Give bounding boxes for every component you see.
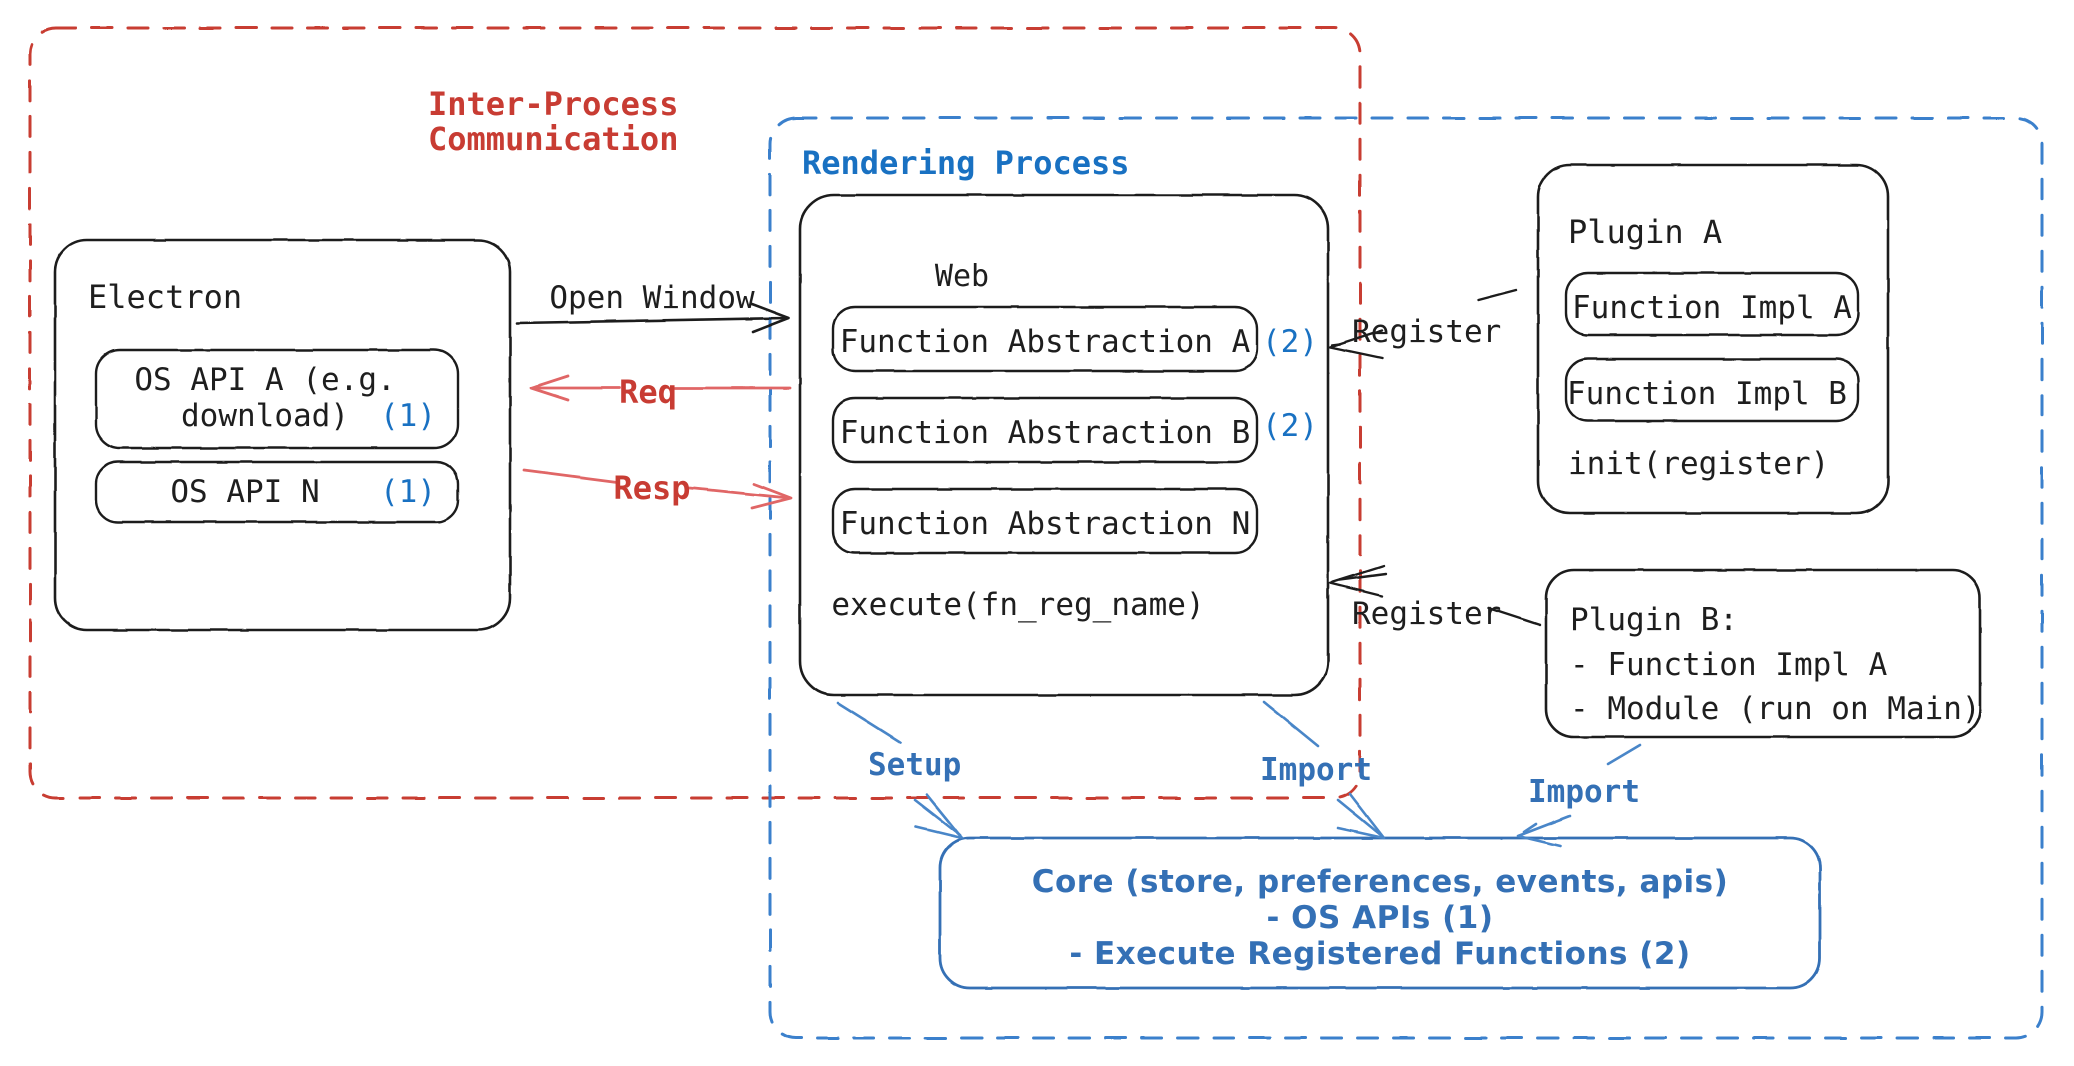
plugin-a-box-outline [1536, 163, 1890, 515]
electron-box-outline [53, 238, 512, 632]
web-box-footer: execute(fn_reg_name) [831, 587, 1205, 623]
plugin-b-line1: Plugin B: [1570, 602, 1738, 638]
arrow-label-register-plugin-a: Register [1352, 314, 1502, 350]
os-api-a-label-line2: download) [181, 398, 349, 434]
arrow-register-plugin-a [1328, 288, 1518, 360]
rendering-region-label: Rendering Process [802, 144, 1130, 182]
os-api-a-tag: (1) [380, 398, 436, 434]
plugin-a-footer: init(register) [1568, 446, 1830, 482]
function-impl-a-label: Function Impl A [1572, 290, 1852, 326]
plugin-a-title: Plugin A [1568, 213, 1723, 251]
arrow-setup [836, 701, 964, 840]
arrow-resp [522, 468, 793, 510]
ipc-region-outline [28, 26, 1362, 800]
function-abstraction-b-tag: (2) [1262, 408, 1318, 444]
function-abstraction-n-label: Function Abstraction N [839, 506, 1251, 542]
plugin-b-line3: - Module (run on Main) [1570, 691, 1981, 727]
core-line2: - OS APIs (1) [1266, 900, 1494, 936]
os-api-a-label-line1: OS API A (e.g. [134, 362, 396, 398]
arrow-import-web [1262, 700, 1386, 840]
plugin-b-line2: - Function Impl A [1570, 647, 1888, 683]
web-box-outline [798, 193, 1330, 697]
arrow-open-window [515, 302, 791, 334]
core-line3: - Execute Registered Functions (2) [1069, 936, 1691, 972]
arrow-label-import-web: Import [1260, 752, 1372, 788]
arrow-req [529, 374, 792, 402]
plugin-b-box-outline [1544, 568, 1982, 739]
arrow-label-setup: Setup [868, 747, 962, 783]
arrow-label-resp: Resp [613, 469, 691, 507]
rendering-region-outline [768, 116, 2044, 1040]
os-api-n-tag: (1) [380, 474, 436, 510]
arrow-label-import-plugin-b: Import [1528, 774, 1640, 810]
function-abstraction-a-label: Function Abstraction A [839, 324, 1251, 360]
arrow-label-open-window: Open Window [549, 280, 755, 316]
os-api-n-label: OS API N [170, 474, 320, 510]
ipc-region-label-line2: Communication [428, 120, 679, 158]
arrow-label-register-plugin-b: Register [1352, 596, 1502, 632]
arrow-register-plugin-b [1328, 564, 1542, 627]
function-impl-b-label: Function Impl B [1567, 376, 1847, 412]
arrow-import-plugin-b [1516, 743, 1642, 848]
web-box-title: Web [934, 259, 990, 294]
function-abstraction-a-tag: (2) [1262, 324, 1318, 360]
core-line1: Core (store, preferences, events, apis) [1031, 864, 1729, 900]
electron-box-title: Electron [88, 278, 243, 316]
ipc-region-label-line1: Inter-Process [428, 85, 679, 123]
function-abstraction-b-label: Function Abstraction B [839, 415, 1251, 451]
arrow-label-req: Req [619, 373, 677, 411]
